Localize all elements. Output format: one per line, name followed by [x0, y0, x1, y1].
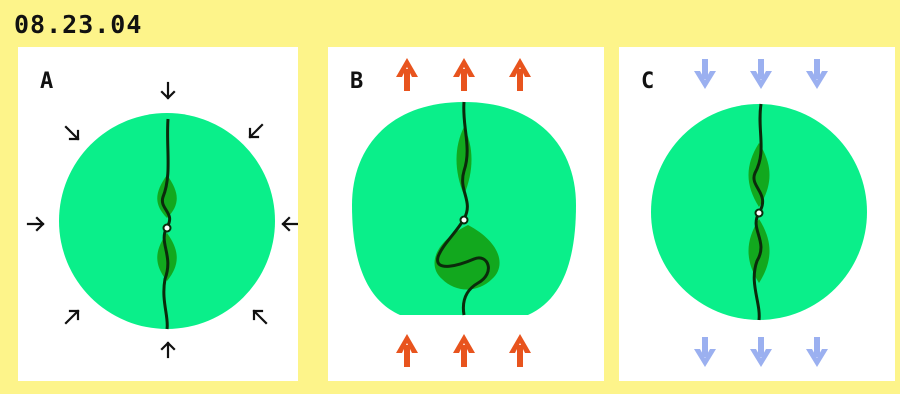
- arrow-down-icon: [806, 337, 828, 367]
- arrow-left-icon: [26, 216, 45, 232]
- arrow-up-icon: [453, 58, 475, 91]
- arrow-up-icon: [396, 334, 418, 367]
- center-point: [754, 208, 764, 218]
- arrow-top-right-icon: [248, 123, 264, 139]
- arrow-down-icon: [750, 59, 772, 89]
- arrow-up-icon: [509, 58, 531, 91]
- panel-b-diagram: [352, 58, 576, 367]
- panel-b-label: B: [350, 69, 364, 94]
- lobe-top: [748, 143, 770, 207]
- panel-a: A: [18, 47, 298, 381]
- arrow-bottom-left-icon: [64, 309, 80, 325]
- panel-c-diagram: [651, 59, 867, 367]
- panel-c: C: [619, 47, 895, 381]
- arrow-bottom-icon: [160, 341, 176, 359]
- center-point: [459, 215, 469, 225]
- panel-c-label: C: [641, 69, 655, 94]
- arrow-down-icon: [694, 337, 716, 367]
- compression-arrows: [26, 81, 298, 359]
- panel-a-label: A: [40, 69, 54, 94]
- tension-arrows: [396, 58, 531, 367]
- panel-b: B: [328, 47, 604, 381]
- arrow-top-left-icon: [64, 125, 80, 141]
- arrow-up-icon: [396, 58, 418, 91]
- arrow-up-icon: [453, 334, 475, 367]
- arrow-up-icon: [509, 334, 531, 367]
- arrow-top-icon: [160, 81, 176, 100]
- lobe-bottom: [748, 219, 770, 283]
- arrow-down-icon: [694, 59, 716, 89]
- green-body: [352, 102, 576, 315]
- arrow-down-icon: [806, 59, 828, 89]
- arrow-bottom-right-icon: [252, 309, 268, 325]
- lobe-top: [157, 175, 177, 218]
- fault-line: [436, 101, 490, 316]
- arrow-down-icon: [750, 337, 772, 367]
- date-label: 08.23.04: [14, 10, 143, 39]
- arrow-right-icon: [281, 216, 298, 232]
- panel-a-diagram: [26, 81, 298, 359]
- compression-arrows-down: [694, 59, 828, 367]
- lobe-bottom: [434, 225, 500, 290]
- green-disc: [59, 113, 275, 329]
- center-point: [162, 223, 172, 233]
